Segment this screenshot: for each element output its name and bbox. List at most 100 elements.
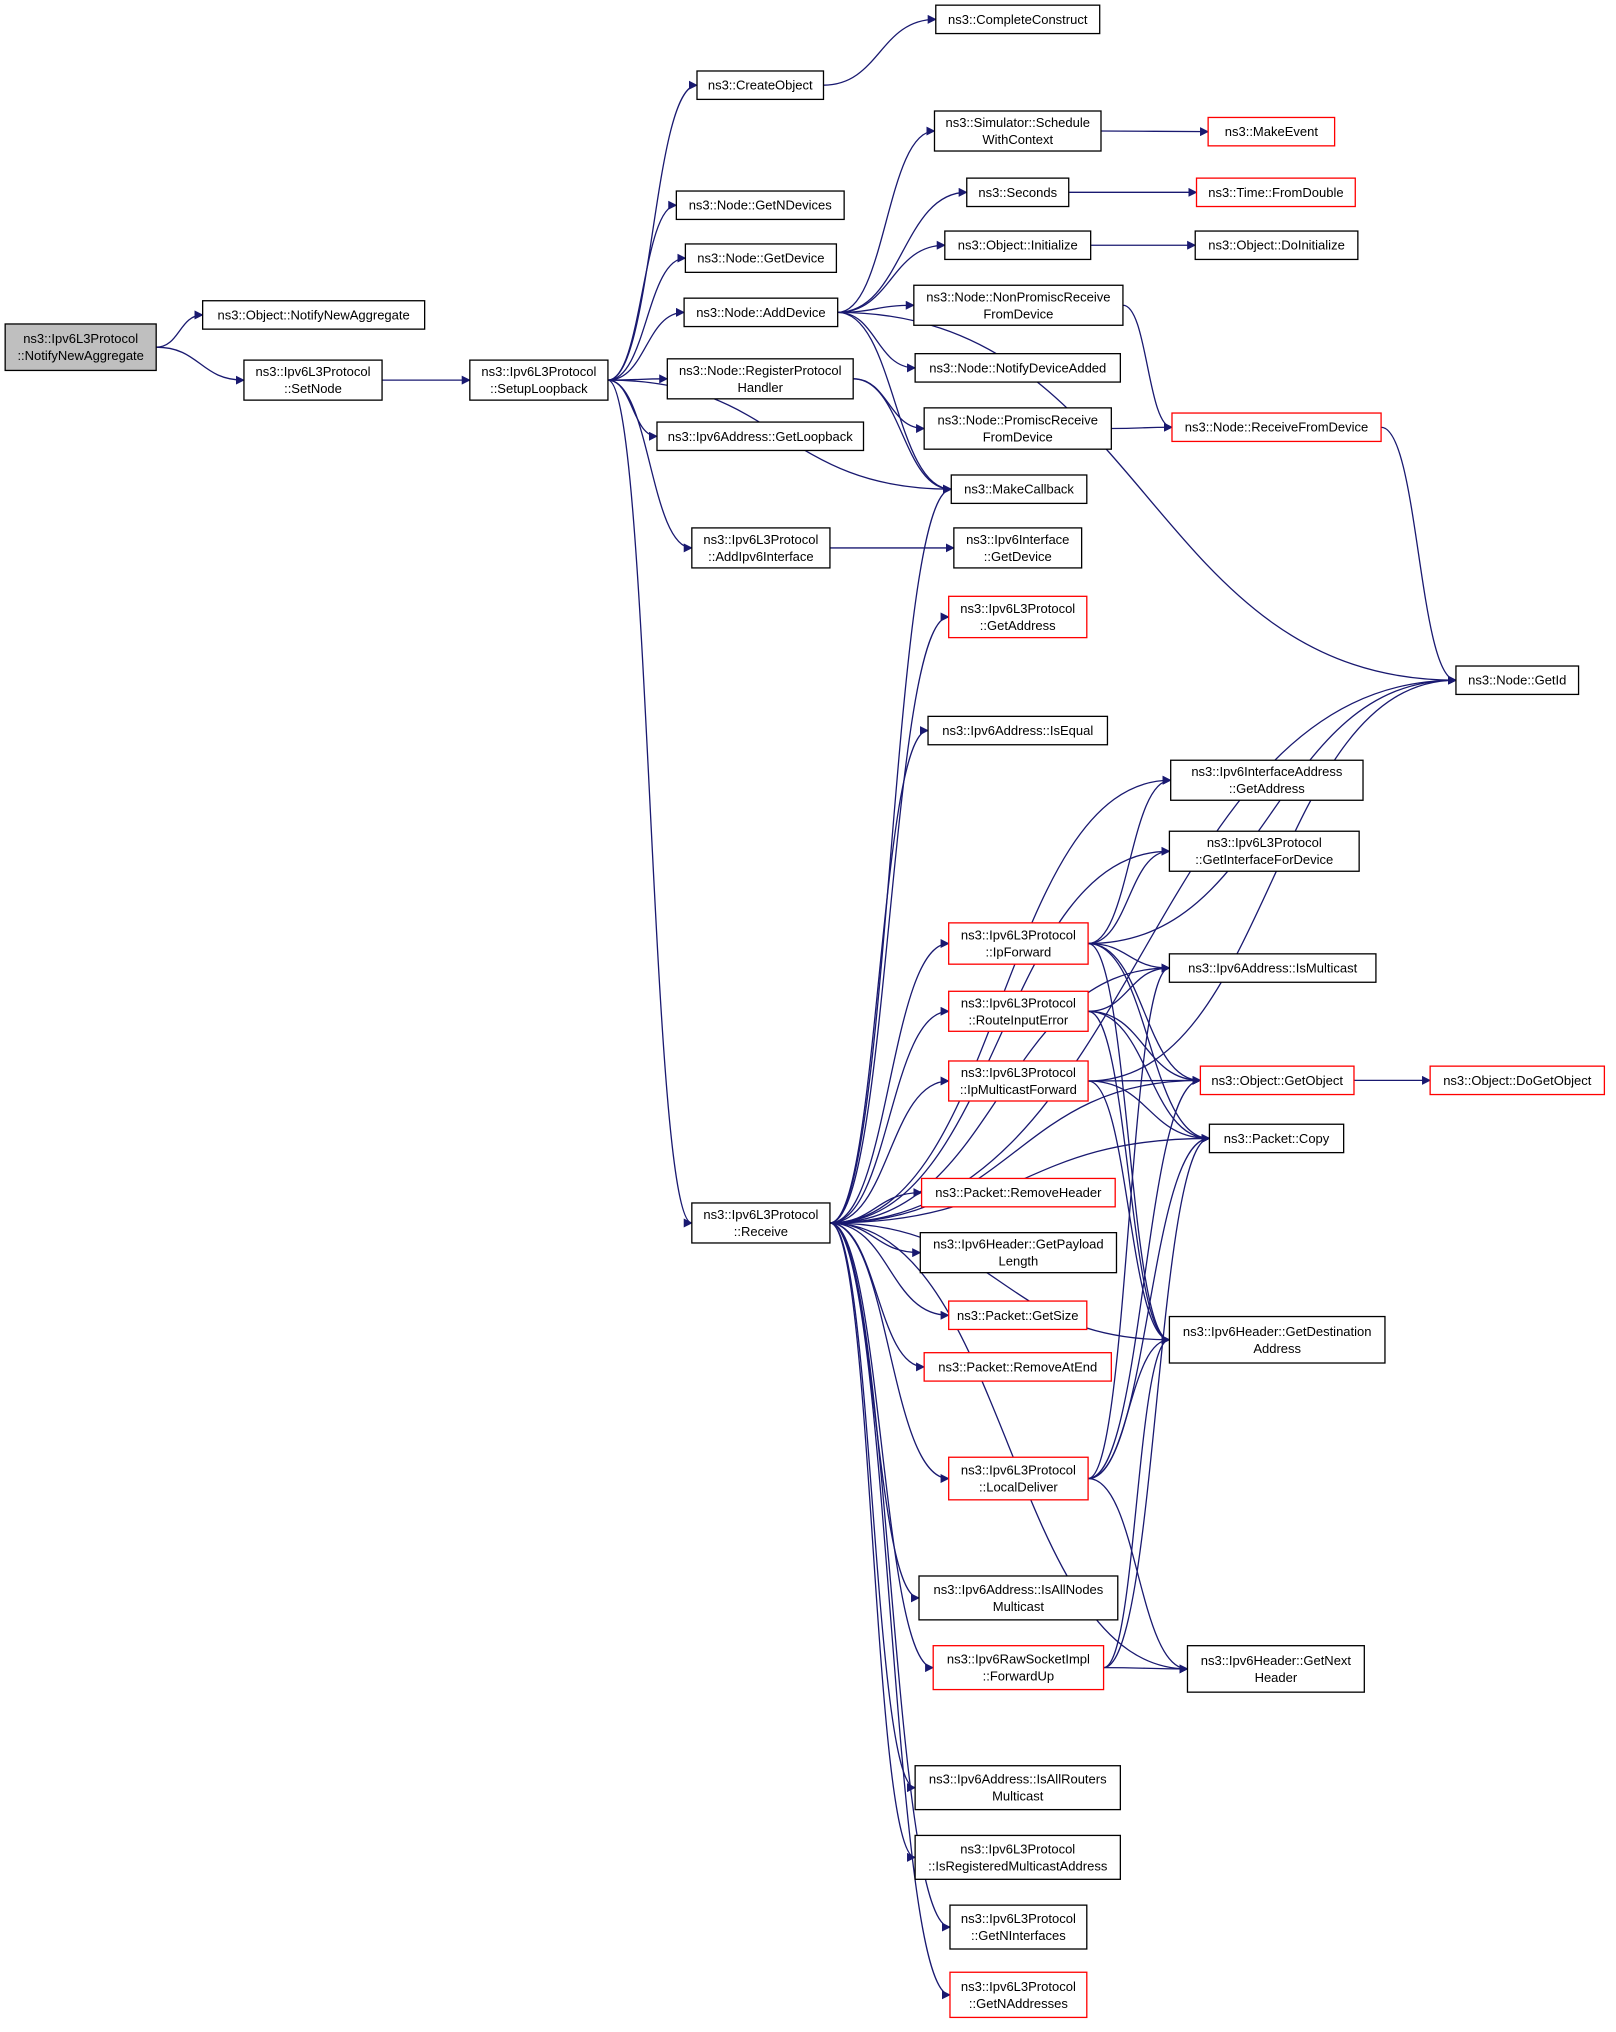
node-getInterfaceForDevice[interactable]: ns3::Ipv6L3Protocol::GetInterfaceForDevi… bbox=[1168, 830, 1360, 872]
node-getAddress[interactable]: ns3::Ipv6L3Protocol::GetAddress bbox=[948, 595, 1088, 639]
node-label: ns3::Ipv6L3Protocol bbox=[961, 1065, 1076, 1080]
node-label: ::GetDevice bbox=[984, 549, 1052, 564]
node-label: ::GetAddress bbox=[980, 618, 1056, 633]
node-notifyDeviceAdded[interactable]: ns3::Node::NotifyDeviceAdded bbox=[914, 353, 1122, 383]
call-edge-receive-to-getDestinationAddress bbox=[829, 1222, 1171, 1345]
node-localDeliver[interactable]: ns3::Ipv6L3Protocol::LocalDeliver bbox=[948, 1456, 1089, 1501]
call-edge-receive-to-removeHeader bbox=[829, 1188, 923, 1224]
call-edge-setupLoopback-to-getDevice bbox=[607, 253, 687, 381]
node-makeEvent[interactable]: ns3::MakeEvent bbox=[1207, 116, 1336, 147]
node-forwardUp[interactable]: ns3::Ipv6RawSocketImpl::ForwardUp bbox=[932, 1645, 1105, 1691]
node-label: ns3::MakeCallback bbox=[964, 482, 1074, 497]
node-notifyNewAggregate[interactable]: ns3::Object::NotifyNewAggregate bbox=[201, 300, 426, 330]
node-label: ns3::Node::RegisterProtocol bbox=[679, 363, 842, 378]
node-createObject[interactable]: ns3::CreateObject bbox=[696, 70, 825, 101]
node-completeConstruct[interactable]: ns3::CompleteConstruct bbox=[935, 4, 1101, 35]
call-edge-ipForward-to-getId bbox=[1088, 675, 1457, 945]
node-root[interactable]: ns3::Ipv6L3Protocol::NotifyNewAggregate bbox=[4, 323, 157, 372]
node-label: ns3::Packet::RemoveHeader bbox=[935, 1185, 1102, 1200]
node-routeInputError[interactable]: ns3::Ipv6L3Protocol::RouteInputError bbox=[948, 990, 1089, 1032]
node-getDevice[interactable]: ns3::Node::GetDevice bbox=[684, 243, 838, 273]
node-getSize[interactable]: ns3::Packet::GetSize bbox=[948, 1300, 1088, 1331]
node-label: ::SetupLoopback bbox=[490, 381, 588, 396]
node-label: Handler bbox=[737, 380, 783, 395]
node-label: ::LocalDeliver bbox=[979, 1480, 1058, 1495]
node-doInitialize[interactable]: ns3::Object::DoInitialize bbox=[1194, 230, 1359, 261]
call-edge-ipForward-to-isMulticast bbox=[1088, 942, 1171, 973]
node-getLoopback[interactable]: ns3::Ipv6Address::GetLoopback bbox=[656, 421, 865, 452]
node-makeCallback[interactable]: ns3::MakeCallback bbox=[950, 474, 1088, 505]
node-getNInterfaces[interactable]: ns3::Ipv6L3Protocol::GetNInterfaces bbox=[949, 1904, 1088, 1950]
call-edge-root-to-notifyNewAggregate bbox=[156, 310, 204, 348]
node-ifaceGetDevice[interactable]: ns3::Ipv6Interface::GetDevice bbox=[953, 527, 1083, 569]
node-addDevice[interactable]: ns3::Node::AddDevice bbox=[683, 297, 839, 328]
node-box bbox=[948, 1456, 1089, 1501]
node-label: FromDevice bbox=[983, 430, 1053, 445]
node-box bbox=[666, 358, 854, 400]
node-box bbox=[950, 474, 1088, 505]
node-label: ns3::Ipv6L3Protocol bbox=[960, 601, 1075, 616]
call-edge-addDevice-to-initialize bbox=[837, 240, 946, 314]
call-edge-receive-to-getInterfaceForDevice bbox=[829, 846, 1171, 1224]
call-edge-receive-to-getNInterfaces bbox=[829, 1222, 951, 1932]
node-removeHeader[interactable]: ns3::Packet::RemoveHeader bbox=[920, 1177, 1116, 1208]
node-label: ns3::Ipv6L3Protocol bbox=[481, 364, 596, 379]
node-box bbox=[932, 1645, 1105, 1691]
node-packetCopy[interactable]: ns3::Packet::Copy bbox=[1208, 1123, 1345, 1154]
node-box bbox=[927, 715, 1109, 746]
node-box bbox=[935, 4, 1101, 35]
call-edge-addDevice-to-makeCallback bbox=[837, 311, 953, 494]
node-label: FromDevice bbox=[983, 306, 1053, 321]
node-ipMulticastForward[interactable]: ns3::Ipv6L3Protocol::IpMulticastForward bbox=[948, 1060, 1089, 1102]
call-edge-addDevice-to-seconds bbox=[837, 187, 968, 314]
node-setNode[interactable]: ns3::Ipv6L3Protocol::SetNode bbox=[243, 359, 383, 401]
node-label: ns3::Ipv6Address::IsAllNodes bbox=[933, 1582, 1103, 1597]
node-label: ::GetNInterfaces bbox=[971, 1928, 1066, 1943]
node-getNDevices[interactable]: ns3::Node::GetNDevices bbox=[675, 190, 845, 221]
node-ipForward[interactable]: ns3::Ipv6L3Protocol::IpForward bbox=[948, 922, 1089, 965]
node-box bbox=[923, 1352, 1112, 1382]
node-ifaceAddrGetAddress[interactable]: ns3::Ipv6InterfaceAddress::GetAddress bbox=[1170, 759, 1364, 801]
call-edge-receive-to-ipMulticastForward bbox=[829, 1076, 950, 1224]
node-isRegisteredMulticastAddress[interactable]: ns3::Ipv6L3Protocol::IsRegisteredMultica… bbox=[914, 1834, 1122, 1880]
node-getObject[interactable]: ns3::Object::GetObject bbox=[1199, 1065, 1355, 1096]
node-box bbox=[914, 353, 1122, 383]
node-removeAtEnd[interactable]: ns3::Packet::RemoveAtEnd bbox=[923, 1352, 1112, 1382]
node-label: ns3::Ipv6Address::IsAllRouters bbox=[929, 1772, 1107, 1787]
node-label: ns3::Ipv6L3Protocol bbox=[961, 928, 1076, 943]
node-doGetObject[interactable]: ns3::Object::DoGetObject bbox=[1429, 1065, 1606, 1096]
node-seconds[interactable]: ns3::Seconds bbox=[966, 177, 1070, 208]
call-edge-receive-to-isEqual bbox=[829, 726, 929, 1224]
call-edge-localDeliver-to-getDestinationAddress bbox=[1088, 1335, 1171, 1480]
node-label: ::GetNAddresses bbox=[969, 1996, 1068, 2011]
call-edge-routeInputError-to-packetCopy bbox=[1088, 1010, 1211, 1143]
call-edge-promiscReceive-to-receiveFromDevice bbox=[1111, 422, 1173, 432]
node-getId[interactable]: ns3::Node::GetId bbox=[1455, 665, 1580, 696]
node-initialize[interactable]: ns3::Object::Initialize bbox=[944, 230, 1092, 261]
node-setupLoopback[interactable]: ns3::Ipv6L3Protocol::SetupLoopback bbox=[469, 359, 609, 401]
node-box bbox=[683, 297, 839, 328]
node-isMulticast[interactable]: ns3::Ipv6Address::IsMulticast bbox=[1168, 953, 1377, 983]
node-box bbox=[1455, 665, 1580, 696]
node-label: ns3::Node::GetId bbox=[1468, 673, 1566, 688]
node-receiveFromDevice[interactable]: ns3::Node::ReceiveFromDevice bbox=[1171, 412, 1382, 443]
node-addIpv6Interface[interactable]: ns3::Ipv6L3Protocol::AddIpv6Interface bbox=[691, 527, 831, 569]
node-box bbox=[948, 595, 1088, 639]
node-fromDouble[interactable]: ns3::Time::FromDouble bbox=[1195, 177, 1356, 208]
call-edge-routeInputError-to-isMulticast bbox=[1088, 963, 1171, 1012]
call-edge-receive-to-getNAddresses bbox=[829, 1222, 951, 2000]
node-label: ns3::Ipv6Address::GetLoopback bbox=[668, 429, 854, 444]
node-getNAddresses[interactable]: ns3::Ipv6L3Protocol::GetNAddresses bbox=[949, 1971, 1088, 2019]
node-receive[interactable]: ns3::Ipv6L3Protocol::Receive bbox=[691, 1202, 831, 1244]
call-edge-receive-to-getSize bbox=[829, 1222, 950, 1320]
node-isEqual[interactable]: ns3::Ipv6Address::IsEqual bbox=[927, 715, 1109, 746]
